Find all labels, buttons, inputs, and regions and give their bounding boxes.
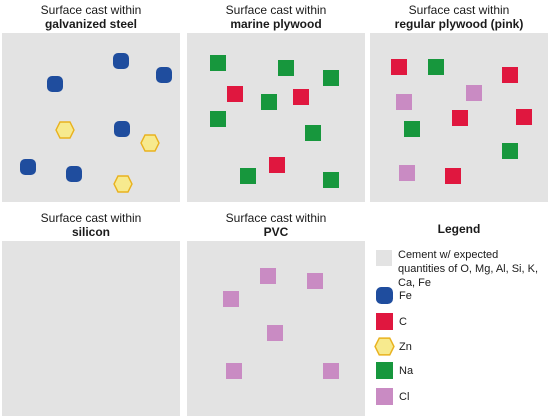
panel-title-line2: silicon (71, 225, 110, 239)
c-icon (376, 313, 393, 330)
cl-icon (376, 388, 393, 405)
fe-marker (66, 166, 82, 182)
c-marker (269, 157, 285, 173)
fe-marker (20, 159, 36, 175)
panel-regular-plywood (370, 33, 548, 202)
na-marker (210, 111, 226, 127)
panel-pvc (187, 241, 365, 416)
zn-icon (374, 337, 395, 356)
na-marker (210, 55, 226, 71)
cl-marker (260, 268, 276, 284)
cl-marker (466, 85, 482, 101)
fe-marker (156, 67, 172, 83)
panel-title-line2: marine plywood (230, 17, 322, 31)
na-marker (278, 60, 294, 76)
cl-marker (396, 94, 412, 110)
panel-title-line1: Surface cast within (225, 3, 327, 17)
cl-marker (226, 363, 242, 379)
fe-marker (114, 121, 130, 137)
panel-galvanized-steel (2, 33, 180, 202)
na-marker (323, 70, 339, 86)
cl-marker (307, 273, 323, 289)
panel-title-marine-plywood: Surface cast within marine plywood (187, 3, 365, 31)
na-marker (428, 59, 444, 75)
panel-title-galvanized-steel: Surface cast within galvanized steel (2, 3, 180, 31)
cl-marker (223, 291, 239, 307)
panel-title-line1: Surface cast within (40, 211, 142, 225)
c-marker (445, 168, 461, 184)
c-marker (293, 89, 309, 105)
na-marker (404, 121, 420, 137)
panel-title-line1: Surface cast within (225, 211, 327, 225)
panel-title-regular-plywood: Surface cast within regular plywood (pin… (370, 3, 548, 31)
panel-silicon (2, 241, 180, 416)
na-marker (240, 168, 256, 184)
fe-marker (113, 53, 129, 69)
na-marker (305, 125, 321, 141)
fe-icon (376, 287, 393, 304)
panel-title-line2: PVC (263, 225, 289, 239)
legend-title: Legend (437, 222, 481, 236)
panel-title-pvc: Surface cast within PVC (187, 211, 365, 239)
legend-label-zn: Zn (399, 341, 412, 353)
na-icon (376, 362, 393, 379)
panel-title-line1: Surface cast within (40, 3, 142, 17)
panel-title-line1: Surface cast within (408, 3, 510, 17)
legend-label-fe: Fe (399, 290, 412, 302)
legend-label-c: C (399, 316, 407, 328)
na-marker (502, 143, 518, 159)
cl-marker (267, 325, 283, 341)
legend-label-na: Na (399, 365, 414, 377)
cl-marker (399, 165, 415, 181)
c-marker (227, 86, 243, 102)
legend-cement-text: Cement w/ expected quantities of O, Mg, … (398, 249, 539, 289)
c-marker (516, 109, 532, 125)
zn-marker (140, 134, 160, 152)
panel-title-silicon: Surface cast within silicon (2, 211, 180, 239)
cement-swatch (376, 250, 392, 266)
cl-marker (323, 363, 339, 379)
legend-label-cl: Cl (399, 391, 410, 403)
c-marker (502, 67, 518, 83)
zn-marker (113, 175, 133, 193)
panel-title-line2: galvanized steel (44, 17, 138, 31)
panel-marine-plywood (187, 33, 365, 202)
zn-marker (55, 121, 75, 139)
panel-title-line2: regular plywood (pink) (394, 17, 524, 31)
na-marker (261, 94, 277, 110)
na-marker (323, 172, 339, 188)
c-marker (391, 59, 407, 75)
fe-marker (47, 76, 63, 92)
c-marker (452, 110, 468, 126)
